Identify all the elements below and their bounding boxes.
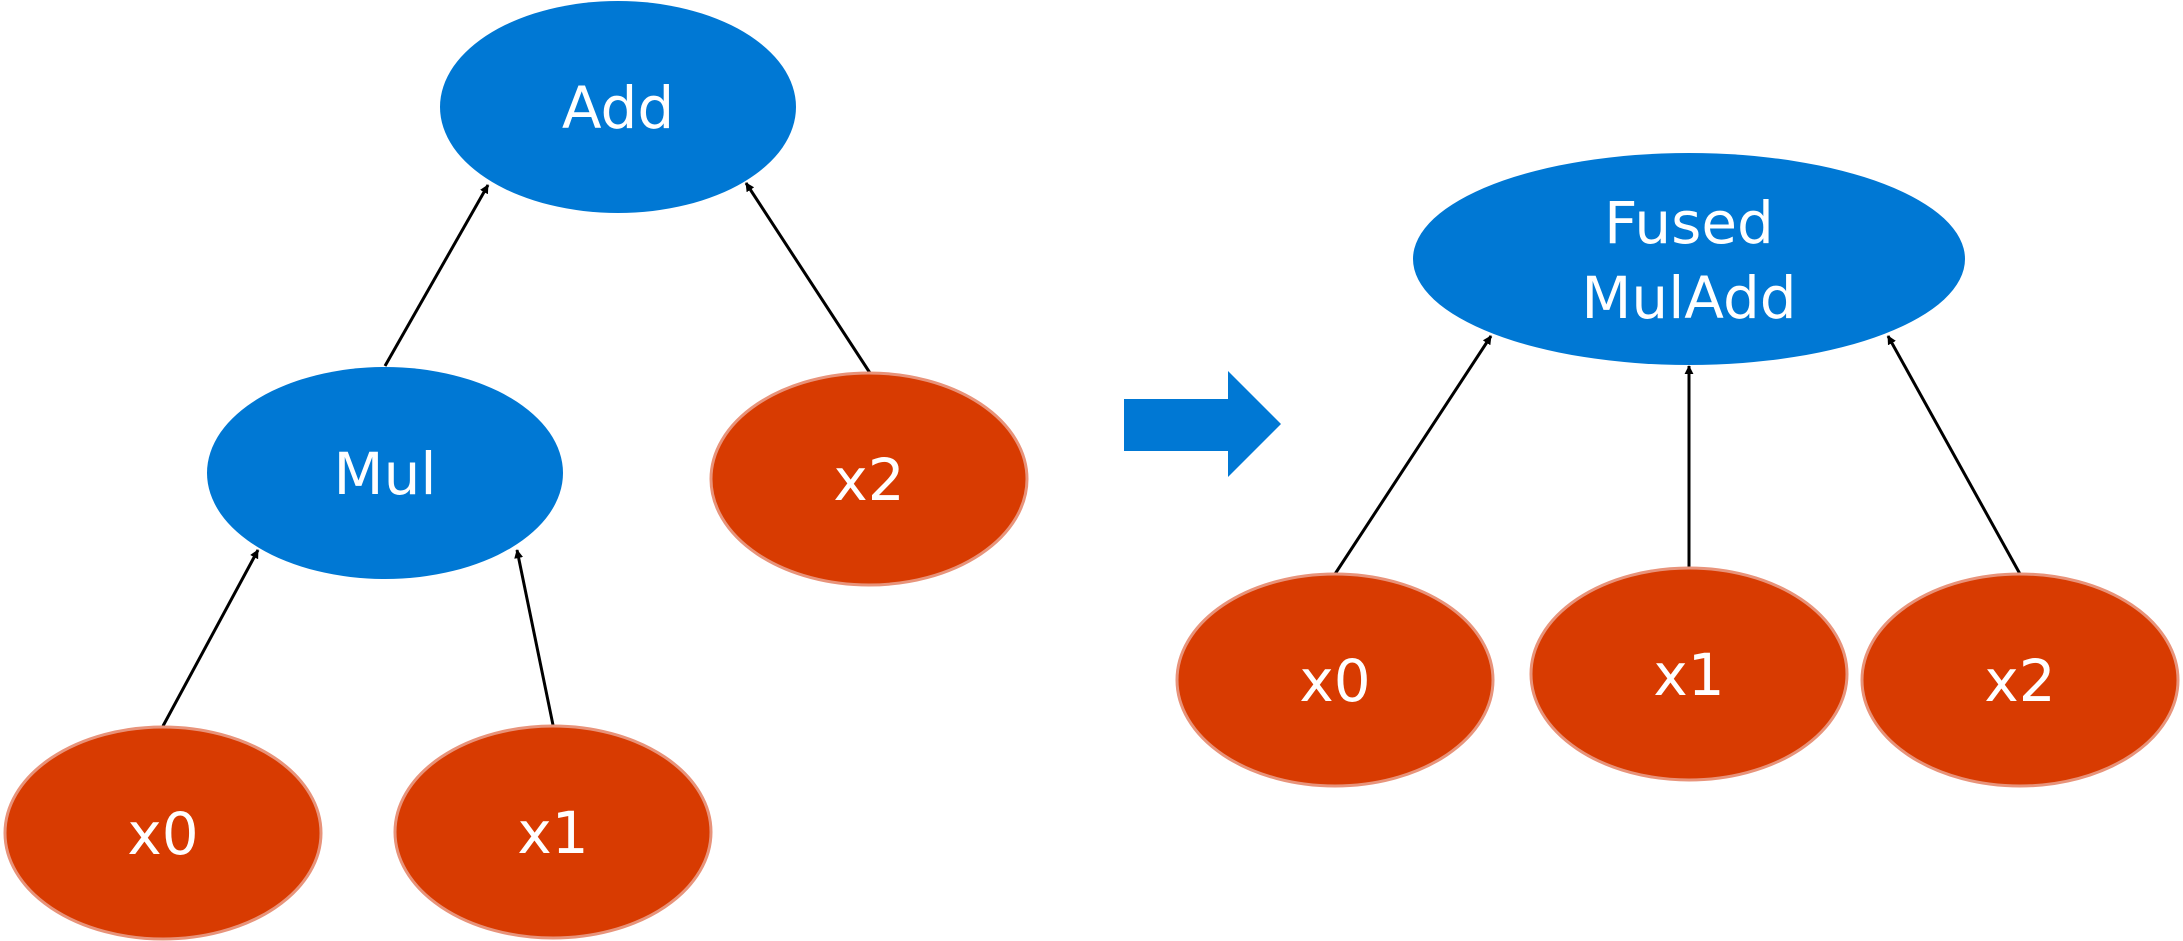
edge-mul-to-add bbox=[383, 184, 490, 367]
node-fused-muladd-label-line2: MulAdd bbox=[1581, 264, 1796, 332]
node-input-x1: x1 bbox=[393, 724, 713, 940]
node-add: Add bbox=[440, 1, 796, 213]
edge-x0-to-fused bbox=[1333, 335, 1493, 575]
node-input-x1-after-label: x1 bbox=[1653, 641, 1724, 709]
edge-x2-to-fused bbox=[1886, 335, 2022, 575]
node-input-x0-label: x0 bbox=[127, 800, 198, 868]
node-input-x1-shape bbox=[393, 724, 713, 940]
node-input-x1-after: x1 bbox=[1529, 566, 1849, 782]
node-input-x2-shape bbox=[709, 371, 1029, 587]
node-input-x1-after-shape bbox=[1529, 566, 1849, 782]
edge-x0-to-mul bbox=[161, 549, 260, 727]
node-input-x0-shape bbox=[3, 725, 323, 941]
before-graph: Add Mul x2 x0 x1 bbox=[3, 1, 1029, 941]
edge-x1-to-mul bbox=[514, 549, 555, 726]
node-add-label: Add bbox=[562, 74, 674, 142]
node-fused-muladd-shape bbox=[1413, 153, 1965, 365]
node-input-x0-after-shape bbox=[1175, 572, 1495, 788]
node-input-x2: x2 bbox=[709, 371, 1029, 587]
node-fused-muladd-label-line1: Fused bbox=[1604, 189, 1774, 257]
node-input-x2-after: x2 bbox=[1860, 572, 2180, 788]
node-input-x2-label: x2 bbox=[833, 446, 904, 514]
transform-arrow bbox=[1124, 371, 1281, 477]
node-input-x0-after-label: x0 bbox=[1299, 647, 1370, 715]
node-input-x0-after: x0 bbox=[1175, 572, 1495, 788]
after-graph: Fused MulAdd x0 x1 x2 bbox=[1175, 153, 2180, 788]
node-mul-shape bbox=[207, 367, 563, 579]
node-fused-muladd: Fused MulAdd bbox=[1413, 153, 1965, 365]
node-input-x1-label: x1 bbox=[517, 799, 588, 867]
node-mul-label: Mul bbox=[334, 440, 437, 508]
node-input-x0: x0 bbox=[3, 725, 323, 941]
node-input-x2-after-shape bbox=[1860, 572, 2180, 788]
edge-x2-to-add bbox=[744, 182, 872, 374]
node-add-shape bbox=[440, 1, 796, 213]
node-mul: Mul bbox=[207, 367, 563, 579]
node-input-x2-after-label: x2 bbox=[1984, 647, 2055, 715]
